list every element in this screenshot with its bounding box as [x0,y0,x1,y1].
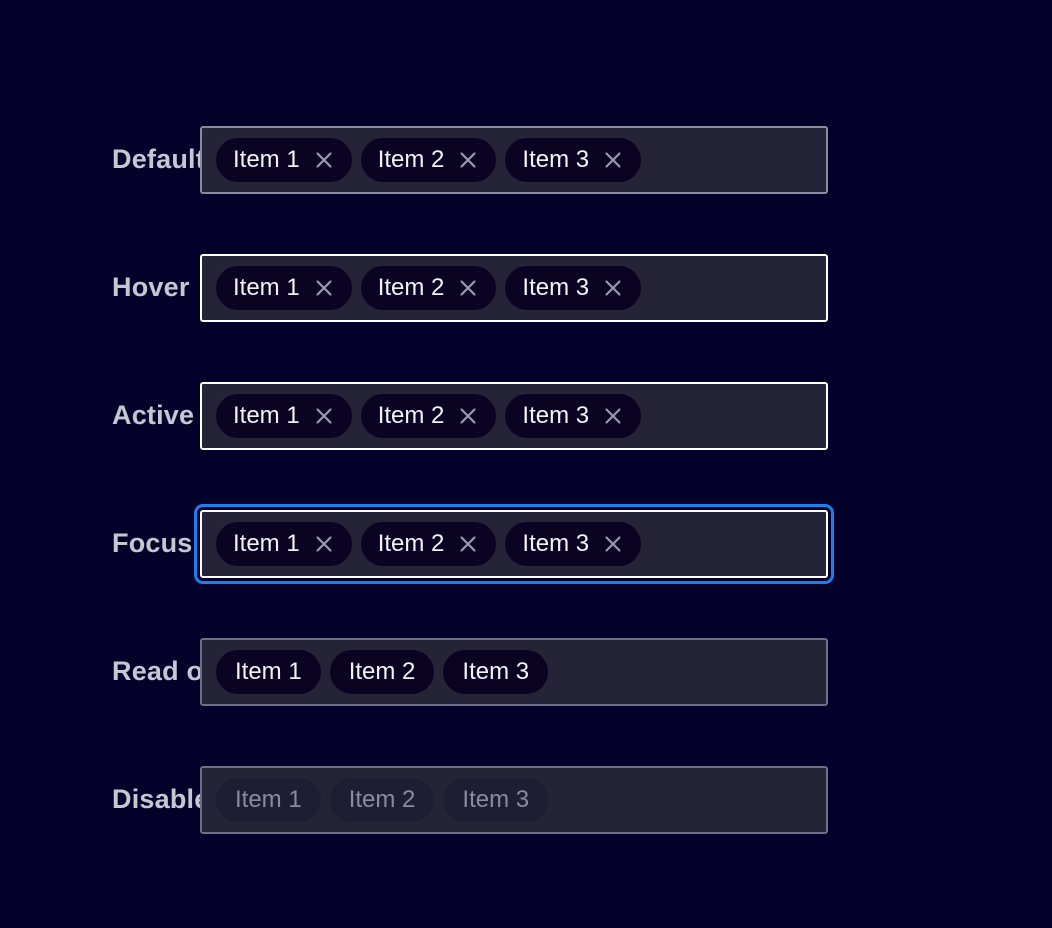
state-row-disabled: Disabled Item 1 Item 2 Item 3 [0,736,1052,864]
chip-label: Item 3 [462,658,530,685]
close-icon[interactable] [313,533,335,555]
chip[interactable]: Item 2 [360,522,497,566]
close-icon[interactable] [313,277,335,299]
chip[interactable]: Item 1 [216,394,352,438]
chip-field-wrapper-active: Item 1 Item 2 Item 3 [200,382,828,450]
close-icon[interactable] [602,277,624,299]
chip-label: Item 1 [233,402,300,429]
chip-label: Item 2 [377,402,445,429]
chip-field-wrapper-disabled: Item 1 Item 2 Item 3 [200,766,828,834]
close-icon[interactable] [457,533,479,555]
chip[interactable]: Item 3 [443,650,549,694]
chip: Item 3 [443,778,549,822]
chip[interactable]: Item 1 [216,138,352,182]
chip[interactable]: Item 3 [505,138,642,182]
close-icon[interactable] [313,405,335,427]
chip-input-default[interactable]: Item 1 Item 2 Item 3 [200,126,828,194]
chip-label: Item 1 [235,658,302,685]
state-label-focus: Focus [112,528,193,559]
chip-input-active[interactable]: Item 1 Item 2 Item 3 [200,382,828,450]
chip[interactable]: Item 3 [505,522,642,566]
chip[interactable]: Item 3 [505,266,642,310]
chip-field-wrapper-focus: Item 1 Item 2 Item 3 [194,504,834,584]
chip-label: Item 3 [462,786,530,813]
chip[interactable]: Item 2 [360,266,497,310]
chip[interactable]: Item 2 [360,394,497,438]
chip-label: Item 2 [377,274,445,301]
state-row-focus: Focus Item 1 Item 2 Item 3 [0,480,1052,608]
state-row-hover: Hover Item 1 Item 2 Item 3 [0,224,1052,352]
state-label-hover: Hover [112,272,190,303]
chip-field-wrapper-default: Item 1 Item 2 Item 3 [200,126,828,194]
chip[interactable]: Item 1 [216,522,352,566]
chip: Item 1 [216,778,321,822]
close-icon[interactable] [602,149,624,171]
chip-label: Item 2 [377,146,445,173]
close-icon[interactable] [457,277,479,299]
chip: Item 2 [329,778,435,822]
chip-input-disabled: Item 1 Item 2 Item 3 [200,766,828,834]
chip-label: Item 1 [233,274,300,301]
chip-label: Item 3 [522,146,590,173]
chip[interactable]: Item 1 [216,650,321,694]
chip-label: Item 3 [522,530,590,557]
chip-label: Item 2 [348,786,416,813]
chip-label: Item 2 [348,658,416,685]
close-icon[interactable] [313,149,335,171]
close-icon[interactable] [457,405,479,427]
chip-field-wrapper-hover: Item 1 Item 2 Item 3 [200,254,828,322]
close-icon[interactable] [602,533,624,555]
chip-label: Item 3 [522,402,590,429]
chip[interactable]: Item 1 [216,266,352,310]
state-label-active: Active [112,400,195,431]
chip-label: Item 1 [235,786,302,813]
chip-label: Item 1 [233,146,300,173]
state-row-active: Active Item 1 Item 2 Item 3 [0,352,1052,480]
chip-input-hover[interactable]: Item 1 Item 2 Item 3 [200,254,828,322]
state-label-readonly: Read only [112,656,243,687]
chip[interactable]: Item 2 [360,138,497,182]
close-icon[interactable] [602,405,624,427]
chip-label: Item 1 [233,530,300,557]
chip-label: Item 2 [377,530,445,557]
state-label-disabled: Disabled [112,784,227,815]
chip[interactable]: Item 2 [329,650,435,694]
close-icon[interactable] [457,149,479,171]
state-label-default: Default [112,144,205,175]
chip-label: Item 3 [522,274,590,301]
chip-input-focus[interactable]: Item 1 Item 2 Item 3 [194,504,834,584]
state-row-default: Default Item 1 Item 2 Item 3 [0,96,1052,224]
chip-input-readonly[interactable]: Item 1 Item 2 Item 3 [200,638,828,706]
chip-field-wrapper-readonly: Item 1 Item 2 Item 3 [200,638,828,706]
chip[interactable]: Item 3 [505,394,642,438]
